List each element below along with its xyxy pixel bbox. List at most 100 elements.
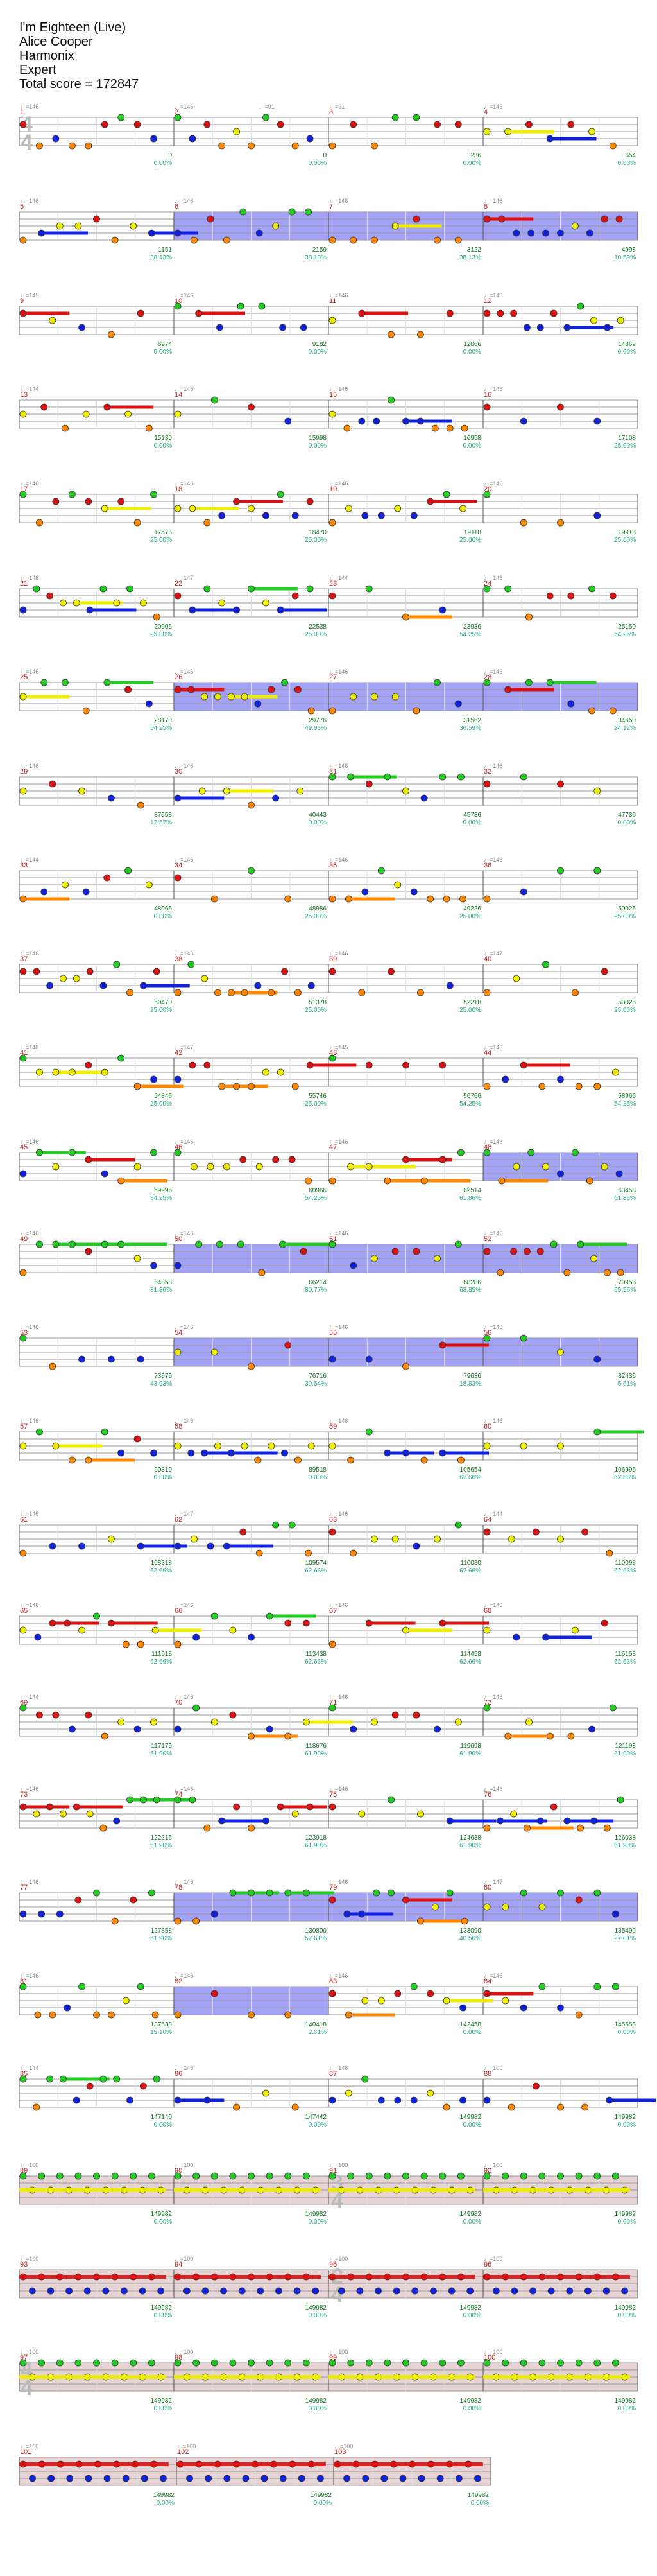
sustain-tail bbox=[567, 1819, 614, 1823]
measure-score: 64858 bbox=[154, 1279, 172, 1286]
note-gem bbox=[62, 881, 69, 889]
note-gem bbox=[130, 2172, 137, 2180]
measure-score: 118676 bbox=[305, 1743, 327, 1750]
note-gem bbox=[577, 1240, 584, 1248]
note-gem bbox=[459, 2096, 466, 2104]
note-gem bbox=[328, 707, 336, 715]
note-gem bbox=[78, 1542, 85, 1550]
note-gem bbox=[62, 679, 69, 686]
note-gem bbox=[33, 585, 40, 593]
note-gem bbox=[497, 1269, 504, 1276]
measure-score: 79636 bbox=[463, 1373, 481, 1380]
note-gem bbox=[525, 613, 533, 621]
total-score: Total score = 172847 bbox=[19, 77, 139, 91]
measure-percent: 61.90% bbox=[459, 1842, 481, 1849]
note-gem bbox=[483, 128, 491, 135]
measure-number: 52 bbox=[484, 1235, 491, 1243]
note-gem bbox=[160, 2475, 167, 2482]
note-gem bbox=[36, 1068, 43, 1076]
note-gem bbox=[365, 2359, 373, 2367]
measure-score: 58966 bbox=[618, 1093, 636, 1100]
note-gem bbox=[229, 1626, 237, 1634]
note-gem bbox=[239, 1156, 247, 1163]
bpm-marker: ♩=146 bbox=[484, 1972, 502, 1979]
note-gem bbox=[413, 1542, 420, 1550]
note-gem bbox=[328, 1990, 336, 1997]
note-gem bbox=[284, 1341, 292, 1349]
note-gem bbox=[101, 1732, 108, 1740]
note-gem bbox=[536, 1817, 544, 1825]
staff-row: 13♩=14414♩=14615♩=14616♩=146151300.00%15… bbox=[19, 386, 638, 449]
note-gem bbox=[617, 1796, 624, 1804]
note-gem bbox=[345, 2089, 352, 2097]
note-gem bbox=[328, 519, 336, 527]
bpm-marker: ♩=146 bbox=[175, 1879, 193, 1885]
measure-number: 25 bbox=[20, 674, 28, 681]
note-gem bbox=[237, 302, 244, 310]
note-gem bbox=[454, 1718, 462, 1726]
sustain-tail bbox=[19, 2375, 166, 2379]
measure-score: 149982 bbox=[615, 2398, 636, 2405]
measure-score: 22538 bbox=[309, 623, 327, 631]
note-gem bbox=[345, 2011, 352, 2019]
note-gem bbox=[139, 2287, 146, 2295]
note-gem bbox=[28, 2287, 36, 2295]
note-gem bbox=[588, 585, 595, 593]
sustain-tail bbox=[348, 2013, 395, 2017]
note-gem bbox=[189, 1061, 196, 1069]
bpm-marker: ♩=146 bbox=[329, 480, 348, 487]
bpm-marker: ♩=146 bbox=[484, 480, 502, 487]
sustain-tail bbox=[88, 1158, 135, 1162]
note-gem bbox=[611, 2359, 619, 2367]
bpm-marker: ♩=146 bbox=[175, 292, 193, 299]
note-gem bbox=[56, 1910, 64, 1918]
bpm-marker: ♩=146 bbox=[175, 480, 193, 487]
note-gem bbox=[483, 215, 491, 223]
note-gem bbox=[78, 1983, 85, 1990]
note-gem bbox=[103, 2475, 111, 2482]
note-gem bbox=[68, 1456, 76, 1464]
note-gem bbox=[111, 2359, 119, 2367]
measure-number: 62 bbox=[175, 1516, 182, 1524]
note-gem bbox=[410, 1983, 418, 1990]
sustain-tail bbox=[236, 500, 283, 503]
measure-percent: 54.25% bbox=[150, 725, 172, 732]
bpm-marker: ♩=146 bbox=[329, 1418, 348, 1424]
bpm-marker: ♩=146 bbox=[175, 763, 193, 769]
note-gem bbox=[483, 2359, 491, 2367]
sustain-tail bbox=[143, 1798, 190, 1802]
measure-number: 70 bbox=[175, 1699, 182, 1707]
note-gem bbox=[139, 982, 147, 989]
note-gem bbox=[227, 693, 235, 701]
song-title: I'm Eighteen (Live) bbox=[19, 21, 126, 35]
bpm-marker: ♩=146 bbox=[484, 1138, 502, 1145]
note-gem bbox=[174, 505, 182, 512]
sustain-tail bbox=[597, 1430, 644, 1434]
note-gem bbox=[502, 1903, 509, 1911]
note-gem bbox=[510, 1248, 518, 1255]
note-gem bbox=[189, 135, 196, 143]
note-gem bbox=[272, 1521, 280, 1529]
measure-percent: 62.66% bbox=[459, 1567, 481, 1574]
sustain-tail bbox=[550, 137, 597, 141]
note-gem bbox=[227, 989, 235, 996]
note-gem bbox=[418, 2475, 425, 2482]
note-gem bbox=[302, 1718, 310, 1726]
note-gem bbox=[377, 2096, 385, 2104]
note-gem bbox=[214, 1442, 221, 1450]
note-gem bbox=[111, 236, 119, 244]
sustain-tail bbox=[524, 1063, 570, 1067]
note-gem bbox=[542, 961, 549, 968]
note-gem bbox=[347, 1456, 355, 1464]
measure-number: 9 bbox=[20, 297, 24, 305]
note-gem bbox=[328, 1054, 336, 1062]
note-gem bbox=[73, 1803, 80, 1811]
note-gem bbox=[233, 1083, 241, 1090]
note-gem bbox=[328, 2096, 336, 2104]
note-gem bbox=[248, 1083, 255, 1090]
measure-percent: 0.00% bbox=[463, 2121, 481, 2128]
note-gem bbox=[430, 2287, 437, 2295]
note-gem bbox=[137, 1983, 144, 1990]
note-gem bbox=[229, 2359, 237, 2367]
note-gem bbox=[350, 236, 357, 244]
